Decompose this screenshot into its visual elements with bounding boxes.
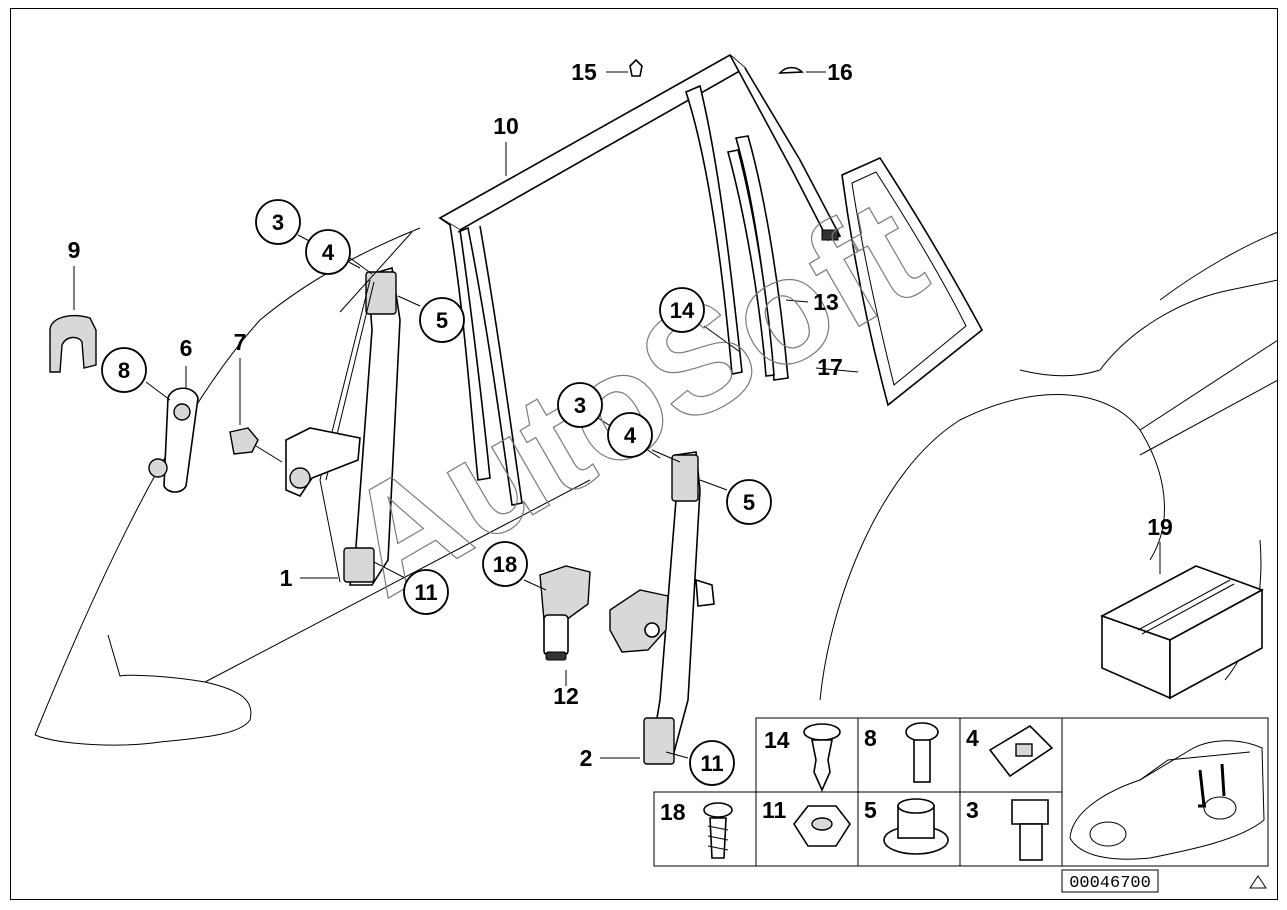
guide-rail-13: [727, 135, 789, 381]
kit-box-19: [1100, 565, 1264, 700]
reference-number: 00046700: [1069, 874, 1151, 893]
window-frame-10: [438, 54, 842, 506]
clip-15: [629, 58, 643, 77]
bolt-3-icon: [1011, 799, 1049, 861]
label-12: 12: [553, 683, 579, 709]
callout-labels: 3 4 5 8 11 14 3 4 5 18 11 15 16 10 13 17…: [68, 59, 1173, 776]
quarter-glass-17: [841, 156, 984, 407]
handle-6: [148, 387, 199, 493]
callout-11-left: 11: [414, 580, 437, 605]
clip-4-icon: [988, 724, 1054, 778]
bushing-5-icon: [883, 798, 949, 855]
label-16: 16: [827, 59, 853, 85]
legend-label-4: 4: [966, 725, 979, 751]
diagram-frame: [10, 8, 1278, 900]
label-15: 15: [571, 59, 597, 85]
label-2: 2: [580, 745, 593, 771]
triangle-icon: [1249, 875, 1267, 889]
legend-label-11: 11: [762, 797, 787, 823]
legend-label-14: 14: [764, 727, 790, 753]
label-7: 7: [234, 329, 247, 355]
watermark: AutoSoft: [317, 166, 949, 628]
legend-table: 14 8 4 18 11 5 3: [653, 717, 1269, 867]
knob-7: [229, 427, 283, 463]
label-10: 10: [493, 113, 519, 139]
window-regulator-1: [285, 266, 401, 586]
label-17: 17: [817, 354, 843, 380]
callout-8: 8: [118, 358, 130, 383]
callout-circles: [101, 199, 772, 786]
callout-18: 18: [493, 552, 517, 577]
cover-9: [49, 314, 97, 373]
callout-5-left: 5: [436, 308, 448, 333]
callout-3-left: 3: [272, 210, 284, 235]
label-6: 6: [180, 335, 193, 361]
legend-label-18: 18: [660, 799, 686, 825]
legend-label-8: 8: [864, 725, 877, 751]
window-motor-12: [539, 565, 591, 661]
legend-label-5: 5: [864, 797, 877, 823]
callout-5-right: 5: [743, 490, 755, 515]
car-body-outline: [34, 227, 1279, 746]
label-13: 13: [813, 289, 839, 315]
legend-label-3: 3: [966, 797, 979, 823]
callout-4-left: 4: [322, 240, 335, 265]
label-1: 1: [280, 565, 293, 591]
label-19: 19: [1147, 514, 1173, 540]
callout-3-right: 3: [574, 393, 586, 418]
callout-11-right: 11: [700, 751, 723, 776]
nut-11-icon: [793, 805, 851, 847]
screw-18-icon: [703, 802, 733, 859]
window-regulator-2: [609, 451, 715, 765]
callout-4-right: 4: [624, 423, 637, 448]
car-location-thumbnail: [1069, 740, 1265, 860]
clip-16: [778, 66, 804, 74]
screw-14-icon: [803, 723, 841, 792]
bolt-8-icon: [905, 722, 939, 783]
callout-14: 14: [670, 298, 695, 323]
label-9: 9: [68, 237, 81, 263]
reference-number-box: 00046700: [1061, 869, 1159, 893]
